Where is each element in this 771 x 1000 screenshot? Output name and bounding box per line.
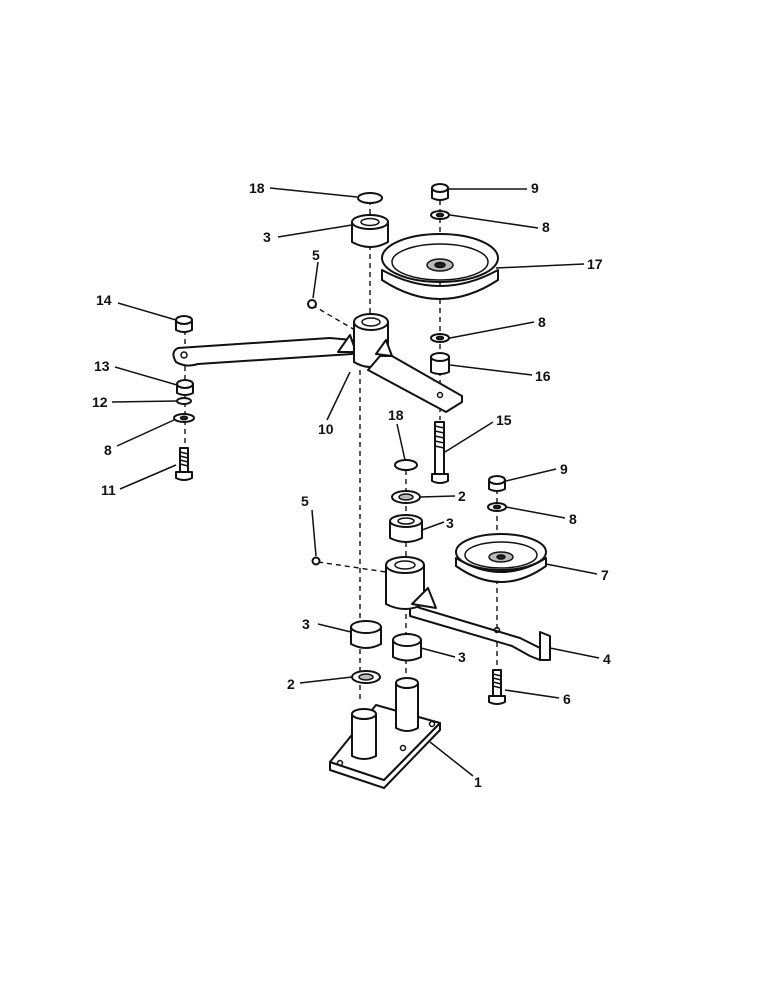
part-3-bushing-lower-right	[392, 633, 422, 662]
callout-2: 2	[458, 488, 466, 504]
part-6-bolt	[488, 669, 506, 705]
callout-4: 4	[603, 651, 611, 667]
callout-14: 14	[96, 292, 112, 308]
callout-3: 3	[446, 515, 454, 531]
part-3-bushing-lower-left	[350, 620, 382, 649]
part-1-mounting-plate	[329, 677, 441, 789]
callout-17: 17	[587, 256, 603, 272]
part-8-washer-middle	[430, 333, 450, 343]
part-9-nut-lower	[488, 475, 506, 492]
callout-labels: 18 3 5 14 13 12 8 11 10 9 8 17 8 16 15 1…	[92, 180, 611, 790]
part-3-bushing-middle	[389, 514, 423, 543]
part-10-idler-arm-upper	[172, 313, 463, 413]
part-7-idler-pulley-small	[455, 533, 547, 583]
part-5-grease-fitting-lower	[311, 556, 321, 566]
callout-3: 3	[302, 616, 310, 632]
callout-1: 1	[474, 774, 482, 790]
part-15-bolt	[431, 421, 449, 484]
part-17-idler-pulley-large	[381, 233, 499, 300]
part-3-bushing-upper	[351, 214, 389, 248]
callout-12: 12	[92, 394, 108, 410]
part-13-nut	[176, 379, 194, 396]
callout-8: 8	[569, 511, 577, 527]
part-11-bolt	[175, 447, 193, 481]
part-4-idler-arm-lower	[385, 556, 551, 661]
part-14-nut	[175, 315, 193, 333]
callout-3: 3	[263, 229, 271, 245]
callout-16: 16	[535, 368, 551, 384]
callout-5: 5	[312, 247, 320, 263]
callout-13: 13	[94, 358, 110, 374]
callout-9: 9	[531, 180, 539, 196]
callout-9: 9	[560, 461, 568, 477]
callout-7: 7	[601, 567, 609, 583]
callout-15: 15	[496, 412, 512, 428]
callout-3: 3	[458, 649, 466, 665]
part-9-nut-upper	[431, 183, 449, 201]
part-8-washer-lower	[487, 502, 507, 512]
callout-18: 18	[249, 180, 265, 196]
part-8-washer-left	[173, 413, 195, 423]
part-18-snap-ring-lower	[394, 459, 418, 471]
part-16-spacer	[430, 352, 450, 375]
leader-lines	[111, 187, 600, 777]
part-2-washer-middle	[391, 490, 421, 504]
part-18-snap-ring-upper	[357, 192, 383, 204]
callout-8: 8	[104, 442, 112, 458]
part-12-lock-washer	[176, 397, 192, 405]
callout-18: 18	[388, 407, 404, 423]
callout-8: 8	[538, 314, 546, 330]
callout-6: 6	[563, 691, 571, 707]
callout-2: 2	[287, 676, 295, 692]
callout-10: 10	[318, 421, 334, 437]
part-8-washer-upper	[430, 210, 450, 220]
part-5-grease-fitting-upper	[307, 299, 317, 309]
callout-11: 11	[101, 482, 116, 498]
callout-8: 8	[542, 219, 550, 235]
part-2-washer-lower	[351, 670, 381, 684]
callout-5: 5	[301, 493, 309, 509]
